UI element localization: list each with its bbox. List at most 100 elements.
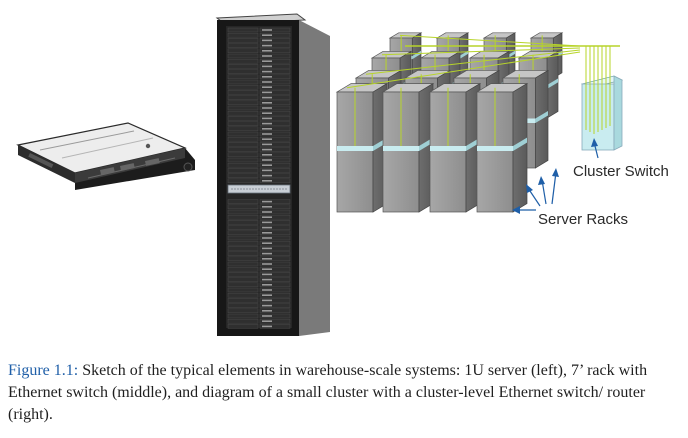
rack-unit-label [262,154,272,156]
rack-unit-label [262,252,272,255]
rack-unit [259,69,291,74]
rack-unit [227,131,259,137]
rack-unit [227,58,259,64]
rack-unit-label [262,320,272,322]
rack-unit [227,95,259,100]
rack-unit-label [262,174,272,177]
rack-unit [227,225,259,230]
rack-unit [227,69,259,74]
rack-unit [259,100,291,106]
rack-unit [259,38,291,43]
rack-unit [227,298,259,303]
rack-unit-label [262,39,272,42]
rack-unit [259,282,291,288]
rack-unit [259,110,291,116]
rack [428,82,482,213]
rack-unit [259,48,291,54]
rack-unit-label [262,169,272,172]
rack-unit-label [262,91,272,94]
rack-unit [227,282,259,288]
rack-unit [259,147,291,152]
rack-unit-label [262,310,272,312]
figure-number: Figure 1.1: [8,362,79,379]
rack-unit-label [262,237,272,239]
rack-unit [259,235,291,241]
rack-unit [227,303,259,308]
rack-unit [259,318,291,324]
rack-unit [227,318,259,324]
figure-caption: Figure 1.1: Sketch of the typical elemen… [8,360,680,426]
rack-switch-side [412,50,421,60]
rack-unit [227,308,259,314]
rack-unit-stack [227,27,291,329]
rack-unit [259,246,291,251]
rack-unit-label [262,60,272,62]
rack-unit [227,178,259,184]
rack-unit-label [262,273,272,276]
rack-unit-label [262,221,272,224]
rack-unit-label [262,206,272,208]
rack-unit-label [262,55,272,57]
rack-unit [227,220,259,225]
rack-unit [227,230,259,236]
rack-unit [227,287,259,293]
server-racks-callout: Server Racks [512,168,628,228]
rack-unit-label [262,34,272,36]
rack-unit [259,116,291,121]
rack-unit [227,157,259,163]
rack-unit [227,142,259,147]
rack-unit [227,292,259,298]
rack-unit [259,214,291,220]
rack-switch-side [466,137,480,151]
rack-unit [259,32,291,38]
rack-unit [227,79,259,85]
rack-switch [383,146,419,151]
rack-unit [259,126,291,132]
rack-unit [259,53,291,59]
rack-unit-label [262,96,272,99]
aggregation-cable [381,47,581,56]
rack-unit-label [262,148,272,151]
rack-unit [259,272,291,277]
rack-side [512,82,528,213]
rack-unit [259,266,291,272]
rack-unit [259,58,291,64]
figure-illustration: Cluster Switch Server Racks [16,13,669,336]
rack-unit [259,204,291,210]
rack-unit [227,266,259,272]
rack-unit [227,240,259,246]
aggregation-cable [365,49,581,75]
rack-unit [227,256,259,262]
rack-unit [259,121,291,126]
rack-unit-label [262,216,272,218]
rack-unit [227,313,259,319]
rack-unit [259,298,291,303]
rack-unit [227,173,259,178]
rack-switch-side [459,50,468,60]
rack-unit [227,32,259,38]
rack-unit [259,178,291,184]
rack-unit [259,240,291,246]
rack-unit [227,204,259,210]
rack-unit-label [262,304,272,307]
aggregation-cable [399,34,581,47]
rack-unit-label [262,86,272,88]
rack-unit [227,110,259,116]
caption-text: Sketch of the typical elements in wareho… [8,362,648,423]
rack-unit [259,131,291,137]
rack-unit [259,308,291,314]
rack-unit [259,43,291,48]
rack-unit [259,261,291,267]
rack-unit [227,90,259,95]
rack-unit [227,277,259,282]
rack-unit-label [262,65,272,68]
rack-unit [259,64,291,69]
rack-unit-label [262,128,272,130]
rack-unit [227,43,259,48]
rack-unit-label [262,122,272,125]
rack-unit [259,142,291,147]
rack-unit [259,220,291,225]
rack-unit [227,84,259,90]
rack-unit-label [262,180,272,182]
rack-unit [227,147,259,152]
